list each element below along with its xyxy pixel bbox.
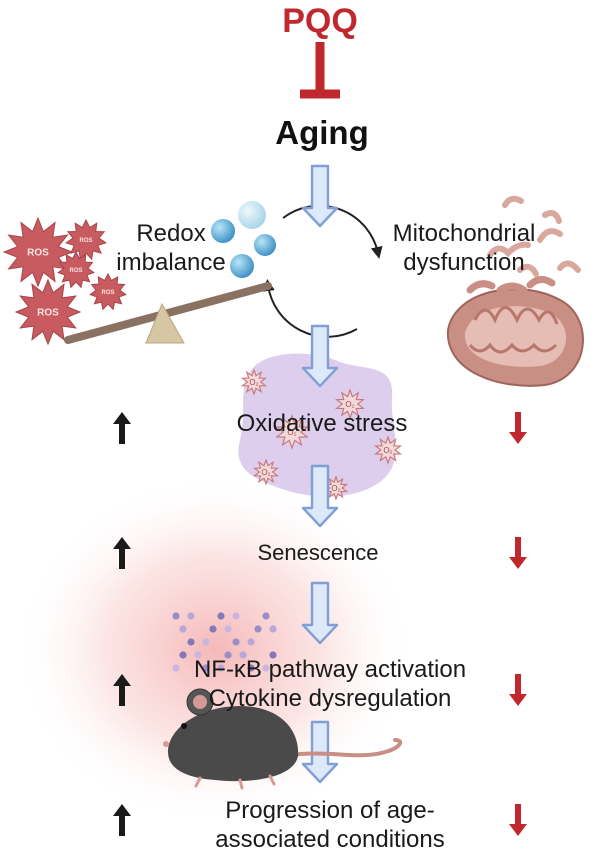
nfkb-line-2: Cytokine dysregulation <box>208 685 452 712</box>
cytokine-dot <box>202 664 210 672</box>
flow-arrow <box>301 464 339 528</box>
svg-text:O₂: O₂ <box>287 428 296 437</box>
cytokine-dot <box>247 664 255 672</box>
svg-text:O₂: O₂ <box>261 468 270 477</box>
up-arrow-icon <box>113 804 131 836</box>
cytokine-dot <box>209 625 217 633</box>
flow-arrow <box>301 324 339 388</box>
redox-line-2: imbalance <box>116 249 226 276</box>
svg-text:O₂: O₂ <box>249 378 258 387</box>
superoxide-mark: O₂ <box>323 475 349 501</box>
cytokine-dot <box>254 625 262 633</box>
superoxide-mark: O₂ <box>275 414 309 450</box>
svg-text:ROS: ROS <box>69 268 82 274</box>
mitochondrial-dysfunction-label: Mitochondrial dysfunction <box>393 219 536 277</box>
cytokine-dot <box>187 612 195 620</box>
cytokine-dot <box>262 612 270 620</box>
redox-line-1: Redox <box>136 220 206 247</box>
svg-text:O₂: O₂ <box>383 446 392 455</box>
cytokine-dot <box>224 625 232 633</box>
svg-text:ROS: ROS <box>27 247 49 258</box>
aging-label: Aging <box>275 114 369 151</box>
mouse-icon <box>163 688 403 790</box>
nfkb-cytokine-label: NF-κB pathway activation Cytokine dysreg… <box>194 655 466 713</box>
trend-arrows <box>113 412 527 836</box>
superoxide-mark: O₂ <box>373 435 403 465</box>
flow-arrow <box>301 581 339 645</box>
cytokine-dot <box>202 638 210 646</box>
ros-burst: ROS <box>89 272 127 311</box>
cell-icon <box>238 353 396 497</box>
cytokine-dot <box>172 612 180 620</box>
nfkb-line-1: NF-κB pathway activation <box>193 656 467 683</box>
cytokine-dot <box>239 651 247 659</box>
mitochondrion-icon <box>446 195 584 387</box>
ros-burst: ROS <box>14 278 82 346</box>
ros-burst: ROS <box>65 218 107 261</box>
up-arrow-icon <box>113 537 131 569</box>
cycle-arrows-icon <box>262 204 383 338</box>
up-arrow-icon <box>113 412 131 444</box>
water-droplet-icon <box>211 201 276 278</box>
flow-arrows <box>301 164 339 784</box>
ros-burst: ROS <box>2 216 74 288</box>
inhibition-t-bar-icon <box>300 42 340 99</box>
cytokine-dot <box>172 664 180 672</box>
cytokine-dot <box>187 638 195 646</box>
svg-text:ROS: ROS <box>37 307 59 318</box>
cytokine-dot <box>217 664 225 672</box>
svg-text:O₂: O₂ <box>331 484 340 493</box>
svg-text:O₂: O₂ <box>345 400 354 409</box>
ros-burst: ROS <box>57 250 95 289</box>
cytokine-dot <box>262 664 270 672</box>
flow-arrow <box>301 164 339 228</box>
seesaw-icon <box>64 282 272 344</box>
prog-line-1: Progression of age- <box>225 797 435 824</box>
progression-label: Progression of age- associated condition… <box>215 796 444 854</box>
cytokine-dot <box>232 612 240 620</box>
cytokine-dot <box>269 625 277 633</box>
prog-line-2: associated conditions <box>215 826 445 853</box>
mito-line-2: dysfunction <box>403 249 525 276</box>
cytokine-dot <box>194 651 202 659</box>
down-arrow-icon <box>509 412 527 444</box>
redox-imbalance-label: Redox imbalance <box>116 219 225 277</box>
cytokine-dot <box>179 625 187 633</box>
down-arrow-icon <box>509 674 527 706</box>
superoxide-mark: O₂ <box>240 368 268 396</box>
cytokine-dot <box>232 638 240 646</box>
mito-line-1: Mitochondrial <box>392 220 536 247</box>
senescence-label: Senescence <box>257 540 379 565</box>
cytokine-dot <box>179 651 187 659</box>
cytokine-dots-icon <box>172 612 277 672</box>
superoxide-icon: O₂ O₂ O₂ O₂ O₂ O₂ <box>240 368 403 501</box>
svg-text:ROS: ROS <box>79 238 92 244</box>
cytokine-dot <box>217 612 225 620</box>
pqq-title: PQQ <box>282 2 358 40</box>
svg-text:ROS: ROS <box>101 290 114 296</box>
cytokine-dot <box>224 651 232 659</box>
superoxide-mark: O₂ <box>334 388 366 420</box>
cytokine-dot <box>269 651 277 659</box>
up-arrow-icon <box>113 674 131 706</box>
cytokine-dot <box>247 638 255 646</box>
ros-burst-icon: ROS ROS ROS ROS ROS <box>2 216 127 346</box>
oxidative-stress-label: Oxidative stress <box>236 410 408 437</box>
down-arrow-icon <box>509 537 527 569</box>
down-arrow-icon <box>509 804 527 836</box>
superoxide-mark: O₂ <box>252 458 280 486</box>
